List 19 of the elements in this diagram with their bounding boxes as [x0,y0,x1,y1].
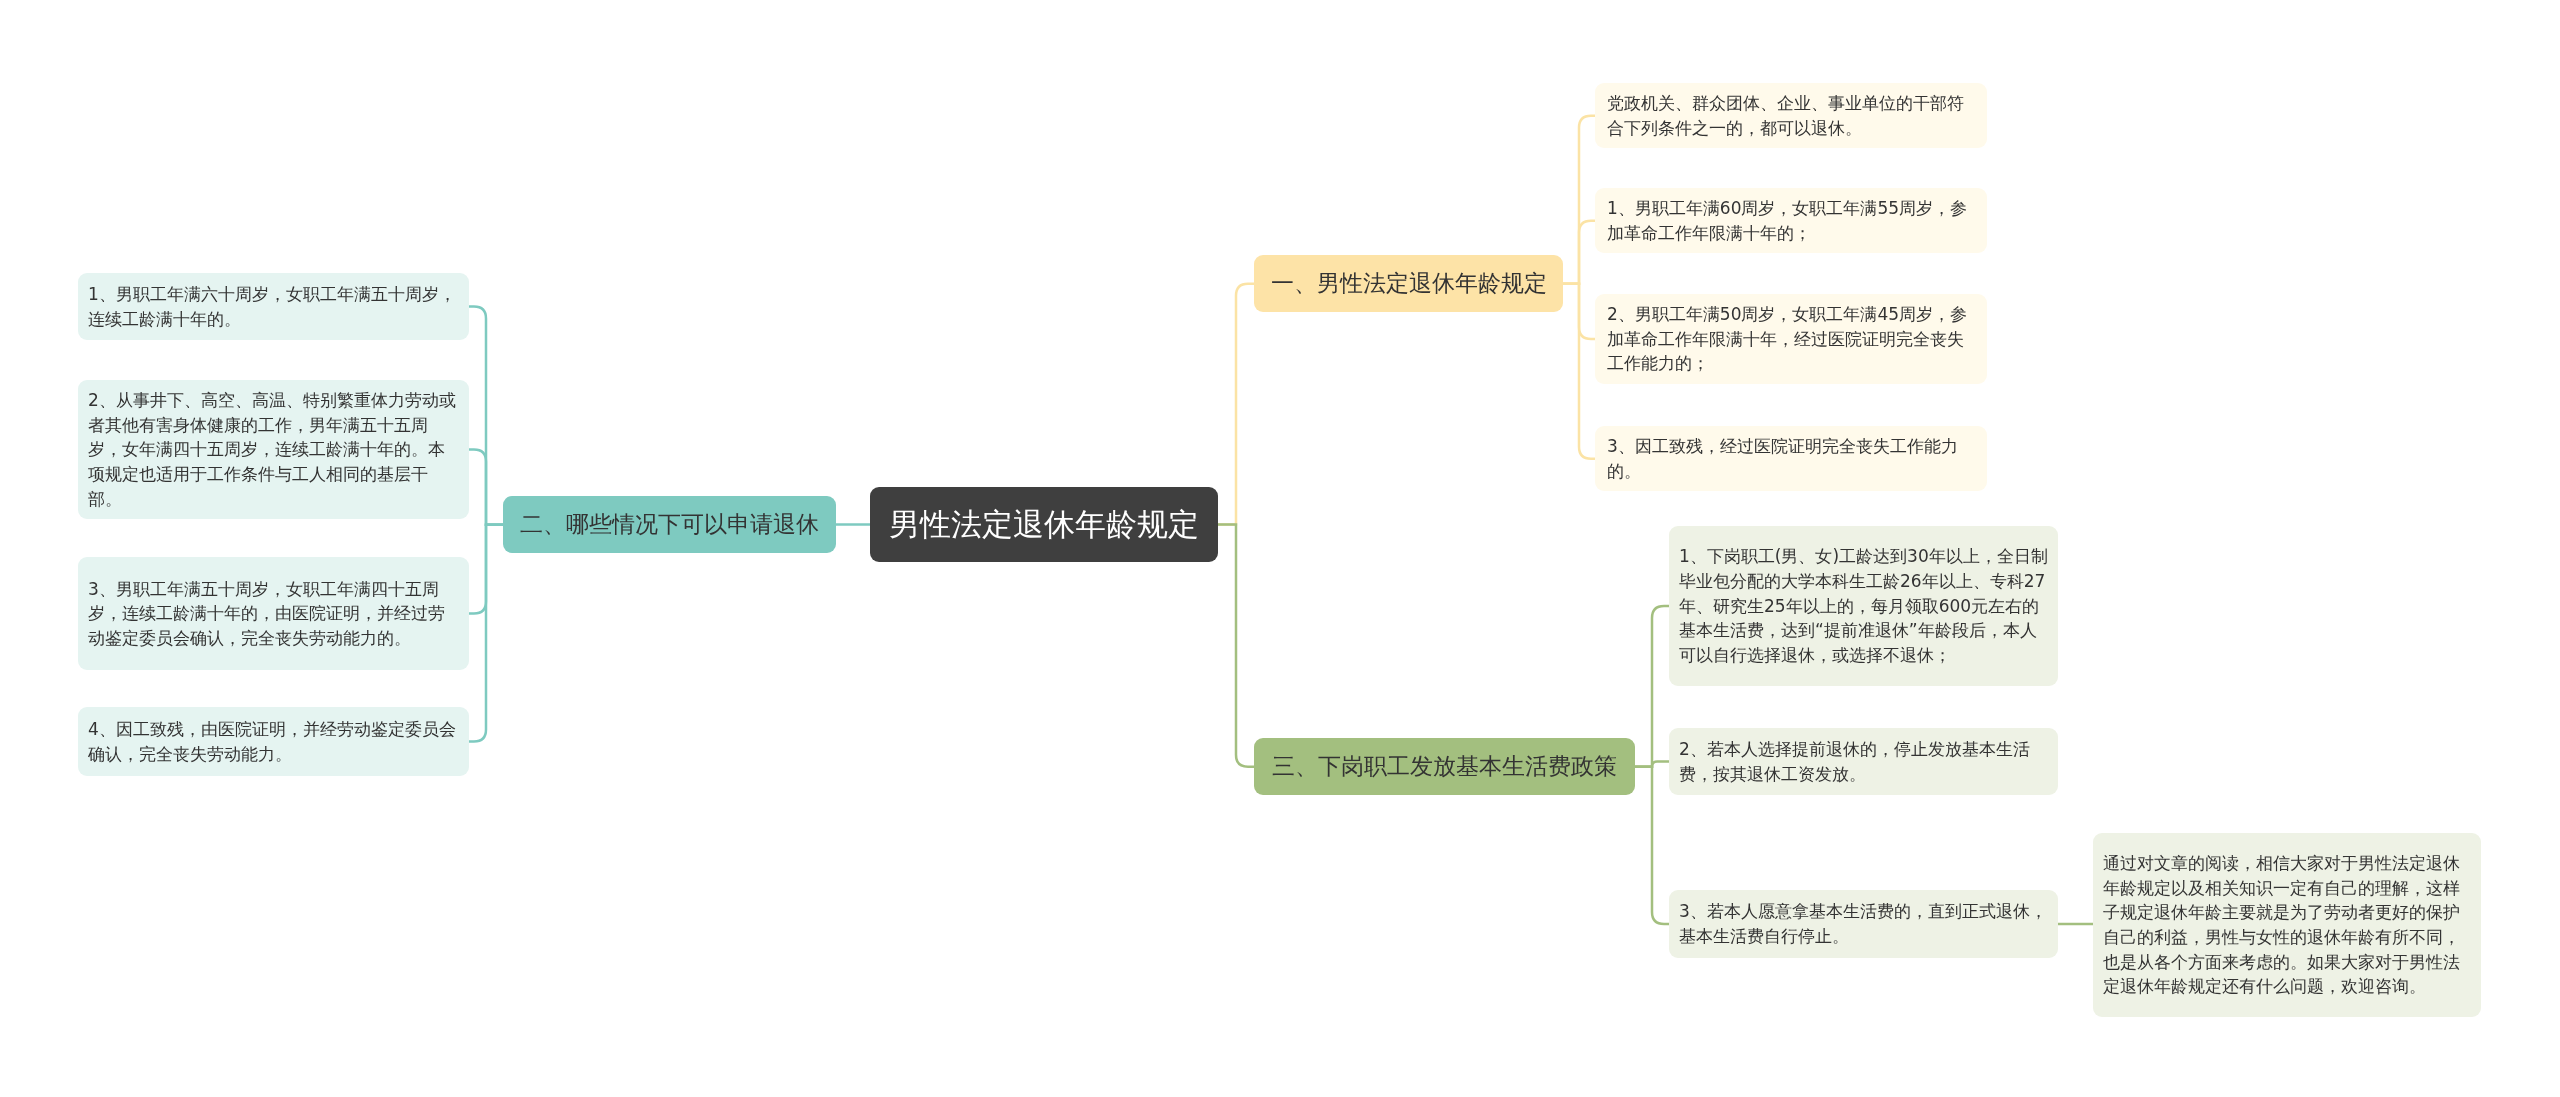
detail-box: 1、男职工年满60周岁，女职工年满55周岁，参加革命工作年限满十年的； [1595,188,1987,254]
connector-line [2058,922,2093,926]
connector-line [1563,282,1595,460]
branch-topic-box: 二、哪些情况下可以申请退休 [503,496,836,554]
detail-box: 3、因工致残，经过医院证明完全丧失工作能力的。 [1595,426,1987,492]
root-topic-box: 男性法定退休年龄规定 [870,487,1218,562]
connector-line [836,523,870,526]
detail-box: 党政机关、群众团体、企业、事业单位的干部符合下列条件之一的，都可以退休。 [1595,83,1987,149]
detail-box: 3、男职工年满五十周岁，女职工年满四十五周岁，连续工龄满十年的，由医院证明，并经过劳动鉴定委员会确认，完全丧失劳动能力的。 [78,557,469,670]
branch-topic-box: 三、下岗职工发放基本生活费政策 [1254,738,1635,796]
detail-box: 3、若本人愿意拿基本生活费的，直到正式退休，基本生活费自行停止。 [1669,890,2058,958]
detail-box: 4、因工致残，由医院证明，并经劳动鉴定委员会确认，完全丧失劳动能力。 [78,707,469,776]
branch-topic-box: 一、男性法定退休年龄规定 [1254,255,1563,313]
detail-box: 2、若本人选择提前退休的，停止发放基本生活费，按其退休工资发放。 [1669,728,2058,795]
detail-box: 通过对文章的阅读，相信大家对于男性法定退休年龄规定以及相关知识一定有自己的理解，这样子规定退休年龄主要就是为了劳动者更好的保护自己的利益，男性与女性的退休年龄有所不同，也是从各个方面来考虑的。如果大家对于男性法定退休年龄规定还有什么问题，欢迎咨询。 [2093,833,2481,1017]
detail-box: 2、从事井下、高空、高温、特别繁重体力劳动或者其他有害身体健康的工作，男年满五十五周岁，女年满四十五周岁，连续工龄满十年的。本项规定也适用于工作条件与工人相同的基层干部。 [78,380,469,520]
detail-box: 1、下岗职工(男、女)工龄达到30年以上，全日制毕业包分配的大学本科生工龄26年以上、专科27年、研究生25年以上的，每月领取600元左右的基本生活费，达到“提前准退休”年龄段后，本人可以自行选择退休，或选择不退休； [1669,526,2058,686]
detail-box: 2、男职工年满50周岁，女职工年满45周岁，参加革命工作年限满十年，经过医院证明完全丧失工作能力的； [1595,294,1987,384]
detail-box: 1、男职工年满六十周岁，女职工年满五十周岁，连续工龄满十年的。 [78,273,469,340]
